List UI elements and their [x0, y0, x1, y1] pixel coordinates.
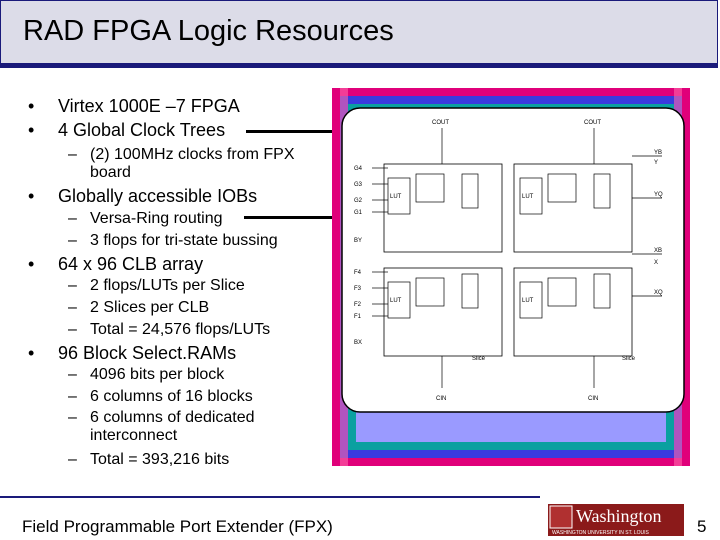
sub-bullet-item: –Total = 24,576 flops/LUTs: [68, 321, 270, 339]
dash-glyph: –: [68, 321, 77, 338]
input-label: F3: [354, 286, 362, 292]
output-label: XB: [654, 248, 662, 254]
slice-box: [383, 163, 503, 253]
input-label: G1: [354, 210, 363, 216]
sub-bullet-text: Total = 393,216 bits: [90, 451, 230, 468]
dash-glyph: –: [68, 210, 77, 227]
sub-bullet-text: 2 flops/LUTs per Slice: [90, 277, 245, 294]
slice-label: Slice: [622, 356, 636, 362]
input-label: F4: [354, 270, 362, 276]
bullet-glyph: •: [28, 120, 35, 140]
cout-label: COUT: [584, 120, 601, 126]
bullet-text: 96 Block Select.RAMs: [58, 343, 237, 363]
lut-label: LUT: [522, 194, 534, 200]
input-label: G4: [354, 166, 363, 172]
output-label: YQ: [654, 192, 663, 198]
bullet-glyph: •: [28, 254, 35, 274]
input-label: G3: [354, 182, 363, 188]
sub-bullet-item: –3 flops for tri-state bussing: [68, 232, 278, 250]
bullet-text: Globally accessible IOBs: [58, 186, 258, 206]
sub-bullet-item: –6 columns of 16 blocks: [68, 388, 253, 406]
dash-glyph: –: [68, 409, 77, 426]
bullet-item: • 4 Global Clock Trees: [28, 120, 225, 141]
bullet-text: 64 x 96 CLB array: [58, 254, 204, 274]
sub-bullet-continuation: interconnect: [90, 427, 178, 444]
sub-bullet-text: (2) 100MHz clocks from FPX: [90, 146, 295, 163]
bullet-item: • 64 x 96 CLB array: [28, 254, 203, 275]
title-bar: RAD FPGA Logic Resources: [0, 0, 718, 64]
sub-bullet-text: 6 columns of dedicated: [90, 409, 255, 426]
input-label: BY: [354, 238, 362, 244]
logo-subtext: WASHINGTON UNIVERSITY IN ST. LOUIS: [552, 530, 650, 536]
sub-bullet-text: 3 flops for tri-state bussing: [90, 232, 278, 249]
sub-bullet-item: –2 Slices per CLB: [68, 299, 209, 317]
sub-bullet-text: Versa-Ring routing: [90, 210, 223, 227]
footer-text: Field Programmable Port Extender (FPX): [22, 517, 333, 536]
dash-glyph: –: [68, 232, 77, 249]
shield-icon: [549, 505, 573, 529]
slice-box: [513, 267, 633, 357]
sub-bullet-text: 2 Slices per CLB: [90, 299, 210, 316]
dash-glyph: –: [68, 299, 77, 316]
slice-box: [383, 267, 503, 357]
dash-glyph: –: [68, 146, 77, 163]
output-label: YB: [654, 150, 662, 156]
sub-bullet-text: 6 columns of 16 blocks: [90, 388, 253, 405]
lut-label: LUT: [390, 194, 402, 200]
slice-box: [513, 163, 633, 253]
title-rule: [0, 64, 718, 68]
dash-glyph: –: [68, 277, 77, 294]
cout-label: COUT: [432, 120, 449, 126]
page-number: 5: [697, 517, 707, 536]
sub-bullet-item: –2 flops/LUTs per Slice: [68, 277, 245, 295]
cin-label: CIN: [436, 396, 446, 402]
input-label: G2: [354, 198, 363, 204]
bullet-glyph: •: [28, 186, 35, 206]
output-label: Y: [654, 160, 658, 166]
output-label: X: [654, 260, 658, 266]
slide-title: RAD FPGA Logic Resources: [23, 15, 394, 47]
dash-glyph: –: [68, 366, 77, 383]
dash-glyph: –: [68, 451, 77, 468]
slice-label: Slice: [472, 356, 486, 362]
sub-bullet-item: –4096 bits per block: [68, 366, 224, 384]
logo-wordmark: Washington: [576, 506, 662, 526]
cin-label: CIN: [588, 396, 598, 402]
pointer-line-clock: [246, 130, 346, 133]
bullet-item: • 96 Block Select.RAMs: [28, 343, 236, 364]
bullet-glyph: •: [28, 343, 35, 363]
sub-bullet-text: Total = 24,576 flops/LUTs: [90, 321, 271, 338]
sub-bullet-item: –Total = 393,216 bits: [68, 451, 229, 469]
bullet-text: 4 Global Clock Trees: [58, 120, 226, 140]
dash-glyph: –: [68, 388, 77, 405]
fpga-chip-diagram: COUT COUT CIN CIN LUT LUT LUT LUT Slice …: [332, 88, 690, 466]
lut-label: LUT: [390, 298, 402, 304]
clb-slice-panel: [341, 107, 685, 413]
bullet-item: • Virtex 1000E –7 FPGA: [28, 96, 240, 117]
input-label: F2: [354, 302, 362, 308]
sub-bullet-item: –Versa-Ring routing: [68, 210, 223, 228]
university-logo: Washington WASHINGTON UNIVERSITY IN ST. …: [548, 504, 684, 536]
input-label: BX: [354, 340, 362, 346]
pointer-line-iob: [244, 216, 348, 219]
bullet-text: Virtex 1000E –7 FPGA: [58, 96, 240, 116]
footer-rule: [0, 496, 540, 498]
output-label: XQ: [654, 290, 663, 296]
lut-label: LUT: [522, 298, 534, 304]
bullet-item: • Globally accessible IOBs: [28, 186, 257, 207]
bullet-glyph: •: [28, 96, 35, 116]
input-label: F1: [354, 314, 362, 320]
sub-bullet-text: 4096 bits per block: [90, 366, 225, 383]
sub-bullet-continuation: board: [90, 164, 131, 181]
